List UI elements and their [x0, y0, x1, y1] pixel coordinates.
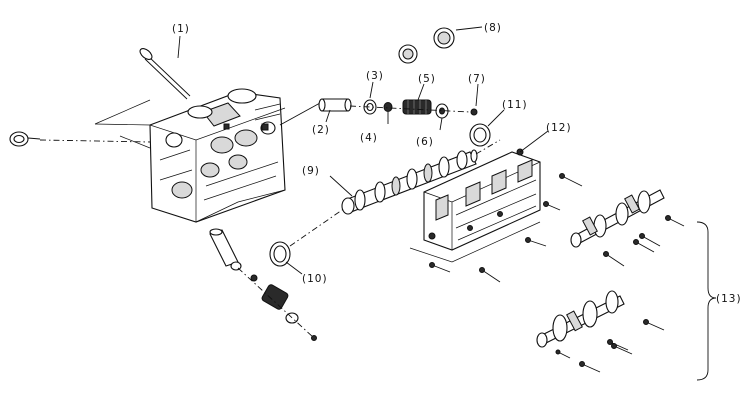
callout-13: (13)	[716, 293, 742, 305]
keeper-7	[470, 108, 478, 116]
callout-11: (11)	[502, 99, 528, 111]
callout-1: (1)	[172, 23, 190, 35]
projection-lines	[39, 99, 321, 223]
seal-4	[383, 102, 393, 112]
callout-2: (2)	[312, 124, 330, 136]
valve-guide	[318, 98, 352, 112]
leader-lines	[177, 35, 479, 131]
valve-upper	[139, 48, 191, 100]
callout-7: (7)	[468, 73, 486, 85]
callout-6: (6)	[416, 136, 434, 148]
callout-8: (8)	[484, 22, 502, 34]
cam-seal-11	[469, 123, 491, 147]
valve-left	[9, 131, 41, 147]
bolts-carrier	[429, 173, 583, 283]
oil-seal-8	[433, 27, 455, 49]
callout-5: (5)	[418, 73, 436, 85]
spring-5	[402, 99, 432, 115]
callout-3: (3)	[366, 70, 384, 82]
callout-10: (10)	[302, 273, 328, 285]
callout-4: (4)	[360, 132, 378, 144]
rocker-assembly-upper	[570, 189, 665, 248]
valve-train-lower	[209, 228, 317, 341]
camshaft	[341, 149, 478, 215]
cylinder-head	[149, 88, 286, 223]
oil-seal-small	[398, 44, 418, 64]
washer-3	[363, 99, 377, 115]
rocker-assembly-lower	[536, 290, 625, 348]
bolts-upper	[603, 215, 685, 267]
cam-seal-10	[269, 241, 291, 267]
callout-12: (12)	[546, 122, 572, 134]
cam-carrier-12	[423, 148, 541, 251]
bolts-lower	[555, 319, 665, 373]
callout-9: (9)	[302, 165, 320, 177]
bracket-13	[696, 221, 717, 381]
